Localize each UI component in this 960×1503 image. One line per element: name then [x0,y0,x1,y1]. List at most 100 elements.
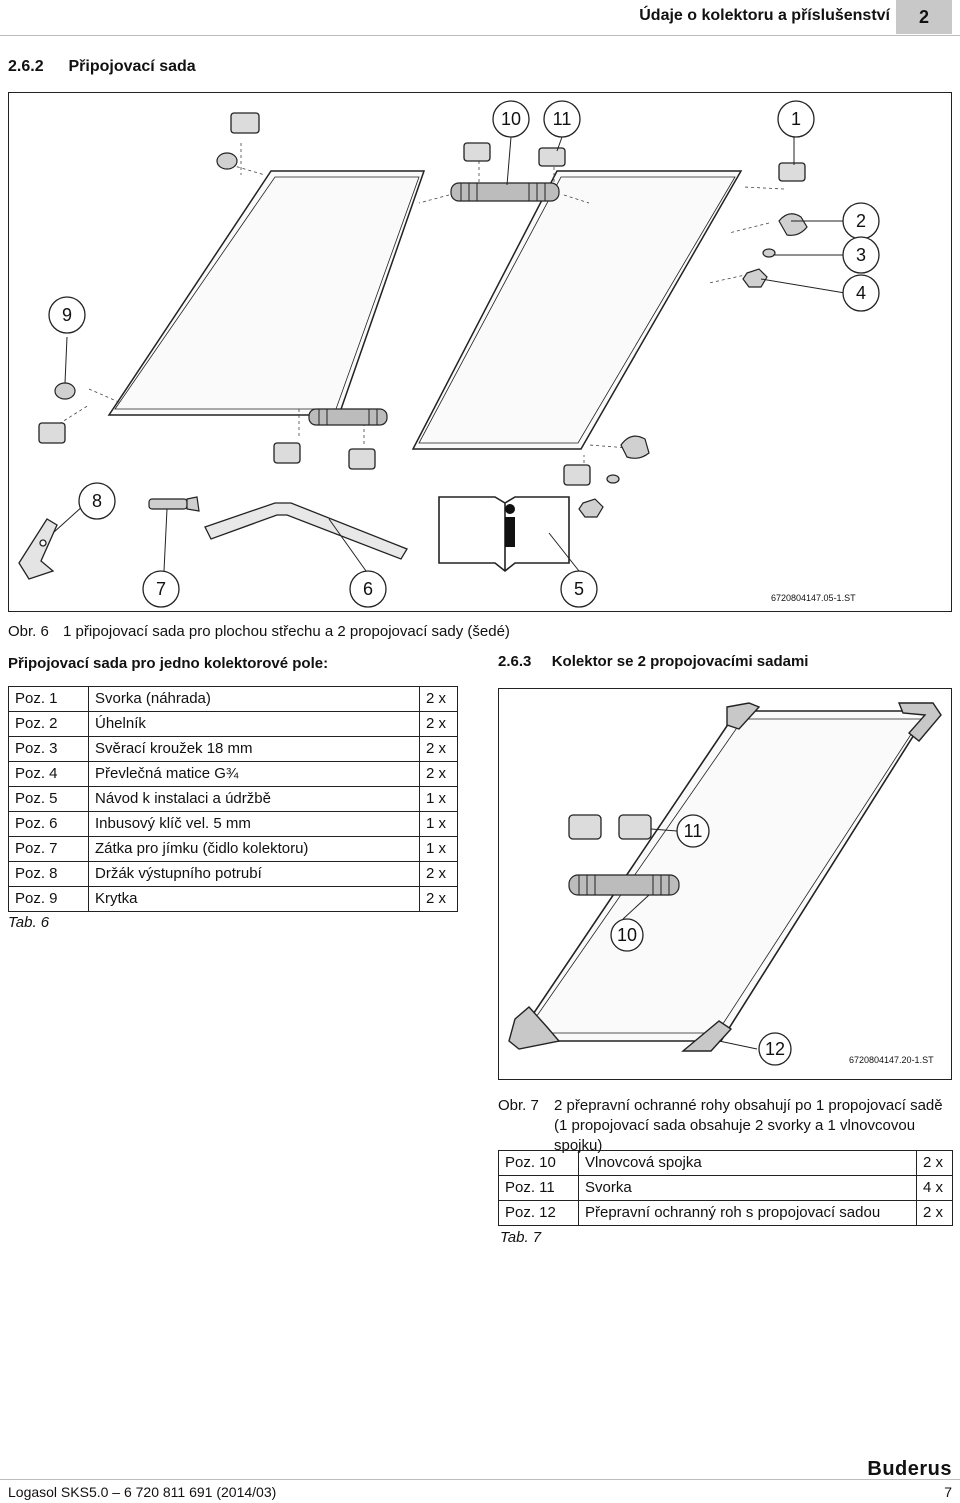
figure-6-caption: Obr. 6 1 připojovací sada pro plochou stř… [8,622,628,642]
table-cell-pos: Poz. 9 [8,886,89,912]
table-cell-name: Krytka [88,886,420,912]
callout-11: 11 [553,109,572,129]
table-cell-qty: 1 x [419,836,458,862]
fittings [54,152,808,518]
table-cell-pos: Poz. 3 [8,736,89,762]
table-cell-name: Převlečná matice G¾ [88,761,420,787]
page-header: Údaje o kolektoru a příslušenství 2 [0,0,960,36]
table-cell-qty: 2 x [916,1150,953,1176]
section-heading: 2.6.2 Připojovací sada [8,58,196,76]
callout-9: 9 [62,305,72,325]
protective-corners [508,702,942,1052]
table-cell-qty: 2 x [419,711,458,737]
table-7-note: Tab. 7 [500,1229,542,1246]
bellows-ribs [578,875,670,895]
table-cell-qty: 2 x [419,886,458,912]
callout-2: 2 [856,211,866,231]
table-cell-qty: 2 x [916,1200,953,1226]
chapter-number: 2 [896,0,952,34]
figure-6-label: Obr. 6 [8,623,49,640]
figure-7-caption: Obr. 7 2 přepravní ochranné rohy obsahuj… [498,1096,953,1156]
left-table-heading: Připojovací sada pro jedno kolektorové p… [8,655,329,672]
callout-6: 6 [363,579,373,599]
header-title: Údaje o kolektoru a příslušenství [639,7,890,24]
section2-heading: 2.6.3 Kolektor se 2 propojovacími sadami [498,653,808,670]
table-cell-name: Svěrací kroužek 18 mm [88,736,420,762]
bellows-connector [568,874,680,896]
section-title: Připojovací sada [68,58,196,75]
collector-panel-left [107,170,426,416]
table-cell-pos: Poz. 6 [8,811,89,837]
figure-7: 11 10 12 6720804147.20-1.ST [498,688,952,1080]
bellows-connectors [308,182,560,426]
table-cell-pos: Poz. 7 [8,836,89,862]
table-cell-qty: 2 x [419,861,458,887]
section2-number: 2.6.3 [498,653,532,670]
table-cell-qty: 1 x [419,811,458,837]
callout-10: 10 [617,925,637,945]
table-cell-pos: Poz. 8 [8,861,89,887]
callout-3: 3 [856,245,866,265]
page-number: 7 [944,1484,952,1500]
collector-panel-right [411,170,743,450]
callout-numbers: 10 11 1 2 3 4 9 8 7 6 5 [62,109,866,599]
table-cell-name: Svorka (náhrada) [88,686,420,712]
table-cell-qty: 2 x [419,686,458,712]
manual-book-icon [438,496,570,573]
section-number: 2.6.2 [8,58,44,75]
callout-10: 10 [501,109,521,129]
callout-circles [610,814,792,1066]
table-cell-name: Návod k instalaci a údržbě [88,786,420,812]
header-divider [0,35,960,36]
table-cell-name: Držák výstupního potrubí [88,861,420,887]
bellows-ribs [318,183,546,425]
figure-6-code: 6720804147.05-1.ST [771,593,856,603]
table-cell-name: Svorka [578,1175,917,1201]
table-cell-pos: Poz. 4 [8,761,89,787]
table-cell-name: Přepravní ochranný roh s propojovací sad… [578,1200,917,1226]
table-cell-name: Zátka pro jímku (čidlo kolektoru) [88,836,420,862]
table-cell-qty: 2 x [419,761,458,787]
table-cell-qty: 1 x [419,786,458,812]
footer-divider [0,1479,960,1480]
callout-5: 5 [574,579,584,599]
callout-1: 1 [791,109,801,129]
table-cell-qty: 2 x [419,736,458,762]
table-cell-pos: Poz. 11 [498,1175,579,1201]
callout-11: 11 [684,821,703,841]
callout-12: 12 [765,1039,785,1059]
table-cell-pos: Poz. 10 [498,1150,579,1176]
table-cell-pos: Poz. 5 [8,786,89,812]
figure-6: 10 11 1 2 3 4 9 8 7 6 5 6720804147.05-1.… [8,92,952,612]
callout-leaders [52,136,846,572]
section2-title: Kolektor se 2 propojovacími sadami [551,653,809,670]
callout-leaders [622,828,758,1050]
callout-7: 7 [156,579,166,599]
clamps [38,112,806,486]
table-cell-name: Inbusový klíč vel. 5 mm [88,811,420,837]
table-cell-name: Úhelník [88,711,420,737]
table-cell-pos: Poz. 2 [8,711,89,737]
clamps [568,814,652,840]
table-6-note: Tab. 6 [8,914,50,931]
callout-numbers: 11 10 12 [617,821,785,1059]
callout-8: 8 [92,491,102,511]
pipe-bracket [18,518,58,580]
callout-4: 4 [856,283,866,303]
callout-circles [48,100,880,608]
figure-7-code: 6720804147.20-1.ST [849,1055,934,1065]
buderus-logo: Buderus [867,1458,952,1480]
figure-6-caption-text: 1 připojovací sada pro plochou střechu a… [63,623,510,640]
